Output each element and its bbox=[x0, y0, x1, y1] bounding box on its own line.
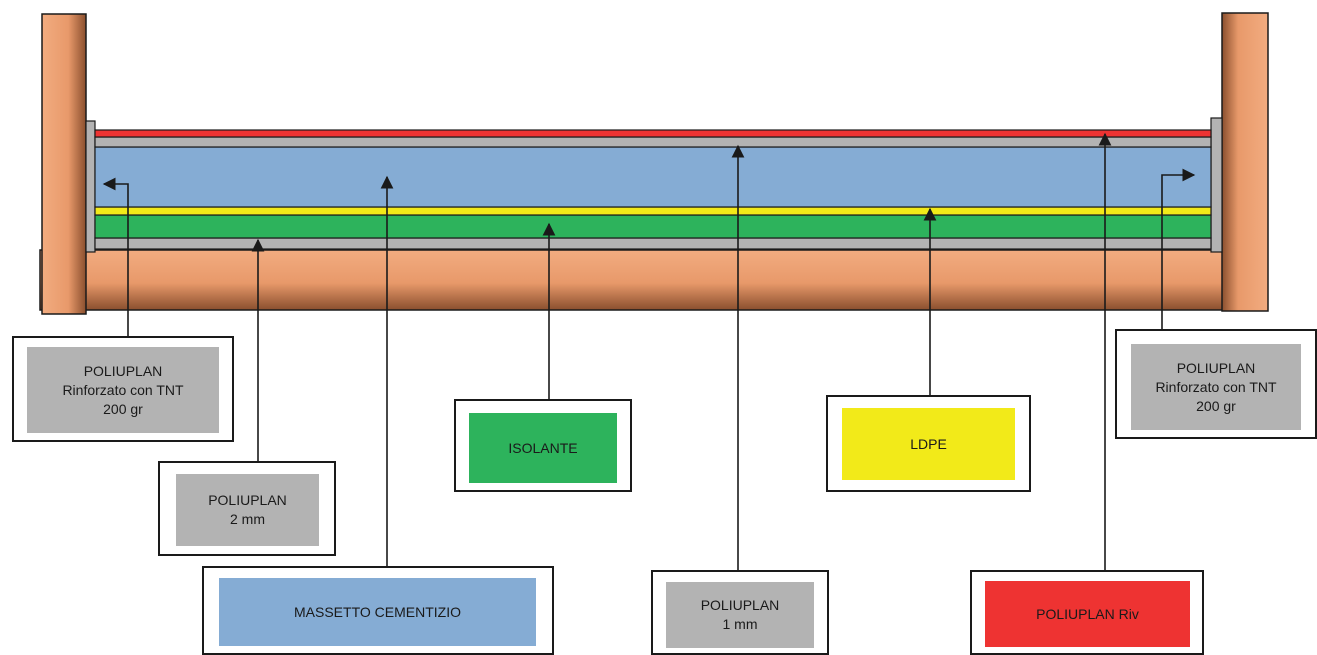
callout-poliuplan-1mm: POLIUPLAN 1 mm bbox=[651, 570, 829, 655]
label-tnt-left: POLIUPLAN Rinforzato con TNT 200 gr bbox=[27, 347, 219, 433]
callout-poliuplan-riv: POLIUPLAN Riv bbox=[970, 570, 1204, 655]
right-side-membrane bbox=[1210, 117, 1223, 253]
label-tnt-right: POLIUPLAN Rinforzato con TNT 200 gr bbox=[1131, 344, 1301, 430]
leader-tnt-left bbox=[102, 177, 129, 336]
label-ldpe: LDPE bbox=[842, 408, 1015, 480]
bottom-beam bbox=[39, 249, 1231, 311]
layer-poliuplan-1mm bbox=[94, 136, 1212, 148]
callout-tnt-right: POLIUPLAN Rinforzato con TNT 200 gr bbox=[1115, 329, 1317, 439]
layer-isolante bbox=[94, 214, 1212, 239]
callout-isolante: ISOLANTE bbox=[454, 399, 632, 492]
left-side-membrane bbox=[85, 120, 96, 253]
label-poliuplan-2mm: POLIUPLAN 2 mm bbox=[176, 474, 319, 546]
callout-poliuplan-2mm: POLIUPLAN 2 mm bbox=[158, 461, 336, 556]
right-post bbox=[1221, 12, 1269, 312]
label-poliuplan-1mm: POLIUPLAN 1 mm bbox=[666, 582, 814, 648]
label-massetto: MASSETTO CEMENTIZIO bbox=[219, 578, 536, 646]
callout-tnt-left: POLIUPLAN Rinforzato con TNT 200 gr bbox=[12, 336, 234, 442]
label-poliuplan-riv: POLIUPLAN Riv bbox=[985, 581, 1190, 647]
leader-tnt-right bbox=[1161, 168, 1196, 329]
label-isolante: ISOLANTE bbox=[469, 413, 617, 483]
layer-ldpe bbox=[94, 206, 1212, 216]
left-post bbox=[41, 13, 87, 315]
callout-ldpe: LDPE bbox=[826, 395, 1031, 492]
layer-poliuplan-riv bbox=[94, 129, 1212, 138]
layer-poliuplan-2mm bbox=[94, 237, 1212, 250]
layer-massetto bbox=[94, 146, 1212, 208]
callout-massetto: MASSETTO CEMENTIZIO bbox=[202, 566, 554, 655]
